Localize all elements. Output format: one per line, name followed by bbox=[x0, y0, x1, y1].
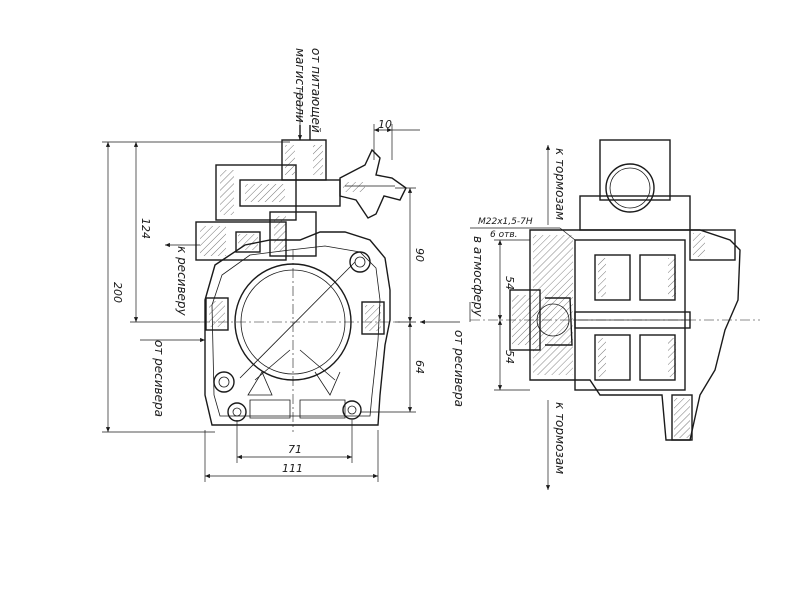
piston bbox=[594, 334, 631, 381]
label-to-atmosphere: в атмосферу bbox=[471, 236, 485, 317]
label-to-brakes-bottom: к тормозам bbox=[553, 402, 567, 474]
dim-10: 10 bbox=[378, 118, 392, 131]
label-from-receiver-left: от ресивера bbox=[152, 340, 166, 417]
upper-valve-housing bbox=[215, 164, 297, 221]
body-outline bbox=[204, 231, 391, 426]
left-labels: от питающей магистрали к ресиверу от рес… bbox=[152, 48, 466, 417]
label-from-supply-line-2: магистрали bbox=[293, 48, 307, 123]
bolt-hole bbox=[349, 251, 371, 273]
dim-111: 111 bbox=[282, 462, 303, 475]
section-dimension-lines bbox=[469, 145, 576, 490]
front-view bbox=[195, 125, 407, 432]
piston bbox=[594, 254, 631, 301]
label-thread-spec: M22x1,5-7H bbox=[478, 217, 533, 227]
dim-71: 71 bbox=[288, 443, 302, 456]
dim-90: 90 bbox=[413, 248, 426, 262]
section-view bbox=[470, 139, 760, 441]
dim-200: 200 bbox=[111, 282, 124, 303]
bolt-hole bbox=[342, 400, 362, 420]
top-pipe bbox=[599, 139, 671, 201]
dim-124: 124 bbox=[139, 218, 152, 239]
dimension-lines bbox=[102, 90, 460, 482]
label-to-receiver: к ресиверу bbox=[175, 246, 189, 317]
right-labels: к тормозам в атмосферу к тормозам M22x1,… bbox=[471, 148, 567, 474]
bolt-hole bbox=[213, 371, 235, 393]
dimension-values: 10 124 200 90 64 71 111 54 54 bbox=[111, 118, 516, 475]
label-holes-count: 6 отв. bbox=[490, 230, 518, 240]
section-body bbox=[529, 229, 741, 441]
dim-64: 64 bbox=[413, 360, 426, 374]
dim-54-bottom: 54 bbox=[503, 350, 516, 364]
label-from-receiver-right: от ресивера bbox=[452, 330, 466, 407]
bolt-hole bbox=[227, 402, 247, 422]
side-port-left bbox=[205, 297, 229, 331]
side-port-right bbox=[361, 301, 385, 335]
label-to-brakes-top: к тормозам bbox=[553, 148, 567, 220]
release-lever bbox=[339, 148, 407, 219]
label-from-supply-line-1: от питающей bbox=[309, 48, 323, 133]
dim-54-top: 54 bbox=[503, 276, 516, 290]
